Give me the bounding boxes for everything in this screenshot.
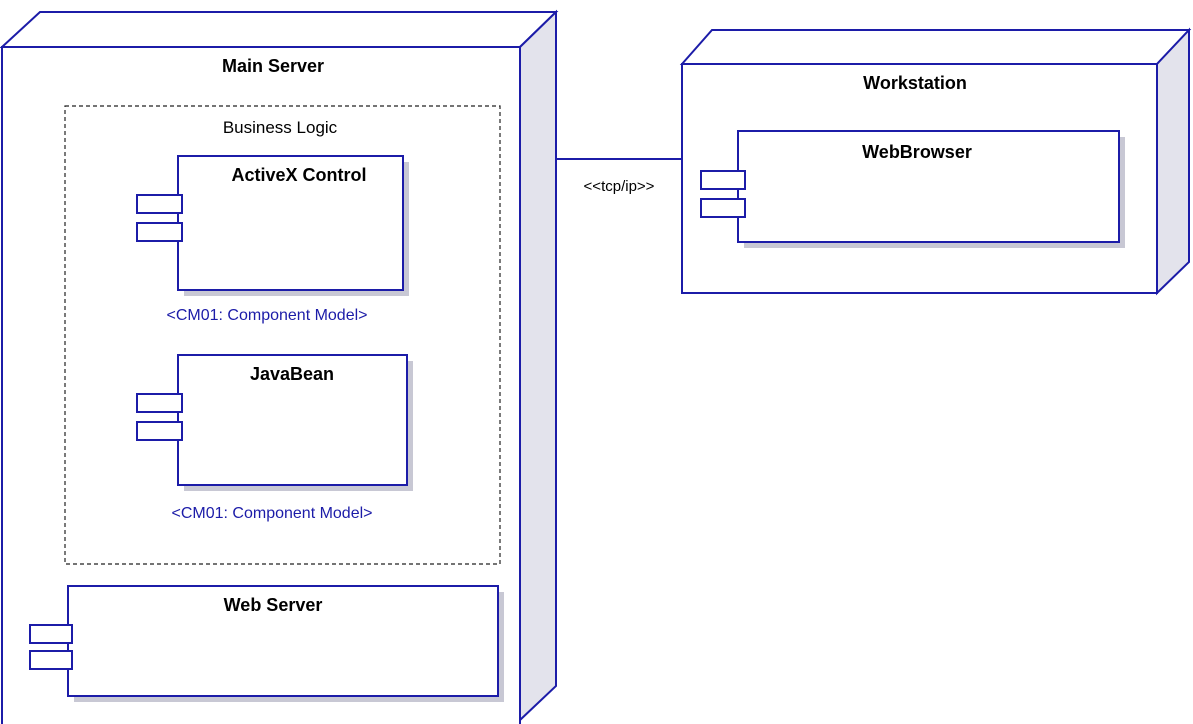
javabean-port-bottom-icon <box>136 421 183 441</box>
webbrowser-port-top-icon <box>700 170 746 190</box>
main-server-node-side <box>519 9 557 723</box>
javabean-component[interactable]: JavaBean <box>136 354 413 491</box>
javabean-title: JavaBean <box>250 364 334 384</box>
webbrowser-box <box>737 130 1120 243</box>
web-server-port-top-icon <box>29 624 73 644</box>
main-server-node-top <box>0 11 559 48</box>
main-server-title: Main Server <box>222 56 324 76</box>
web-server-title: Web Server <box>224 595 323 615</box>
tcp-ip-stereotype-label: <<tcp/ip>> <box>584 178 655 195</box>
web-server-port-bottom-icon <box>29 650 73 670</box>
workstation-node-top <box>679 29 1192 65</box>
webbrowser-port-bottom-icon <box>700 198 746 218</box>
javabean-port-top-icon <box>136 393 183 413</box>
activex-port-bottom-icon <box>136 222 183 242</box>
workstation-title: Workstation <box>863 73 967 93</box>
activex-control-title: ActiveX Control <box>231 165 366 185</box>
activex-component-model-tag: <CM01: Component Model> <box>167 307 368 324</box>
business-logic-frame <box>64 105 501 565</box>
javabean-component-model-tag: <CM01: Component Model> <box>172 505 373 522</box>
webbrowser-component[interactable]: WebBrowser <box>700 130 1125 248</box>
activex-control-component[interactable]: ActiveX Control <box>136 155 409 296</box>
javabean-box <box>177 354 408 486</box>
web-server-box <box>67 585 499 697</box>
tcp-ip-connection[interactable]: <<tcp/ip>> <box>556 158 682 195</box>
business-logic-title: Business Logic <box>223 118 338 137</box>
workstation-node-side <box>1156 27 1190 296</box>
activex-port-top-icon <box>136 194 183 214</box>
webbrowser-title: WebBrowser <box>862 142 972 162</box>
web-server-component[interactable]: Web Server <box>29 585 504 702</box>
business-logic-package[interactable]: Business Logic <box>64 105 501 565</box>
activex-control-box <box>177 155 404 291</box>
